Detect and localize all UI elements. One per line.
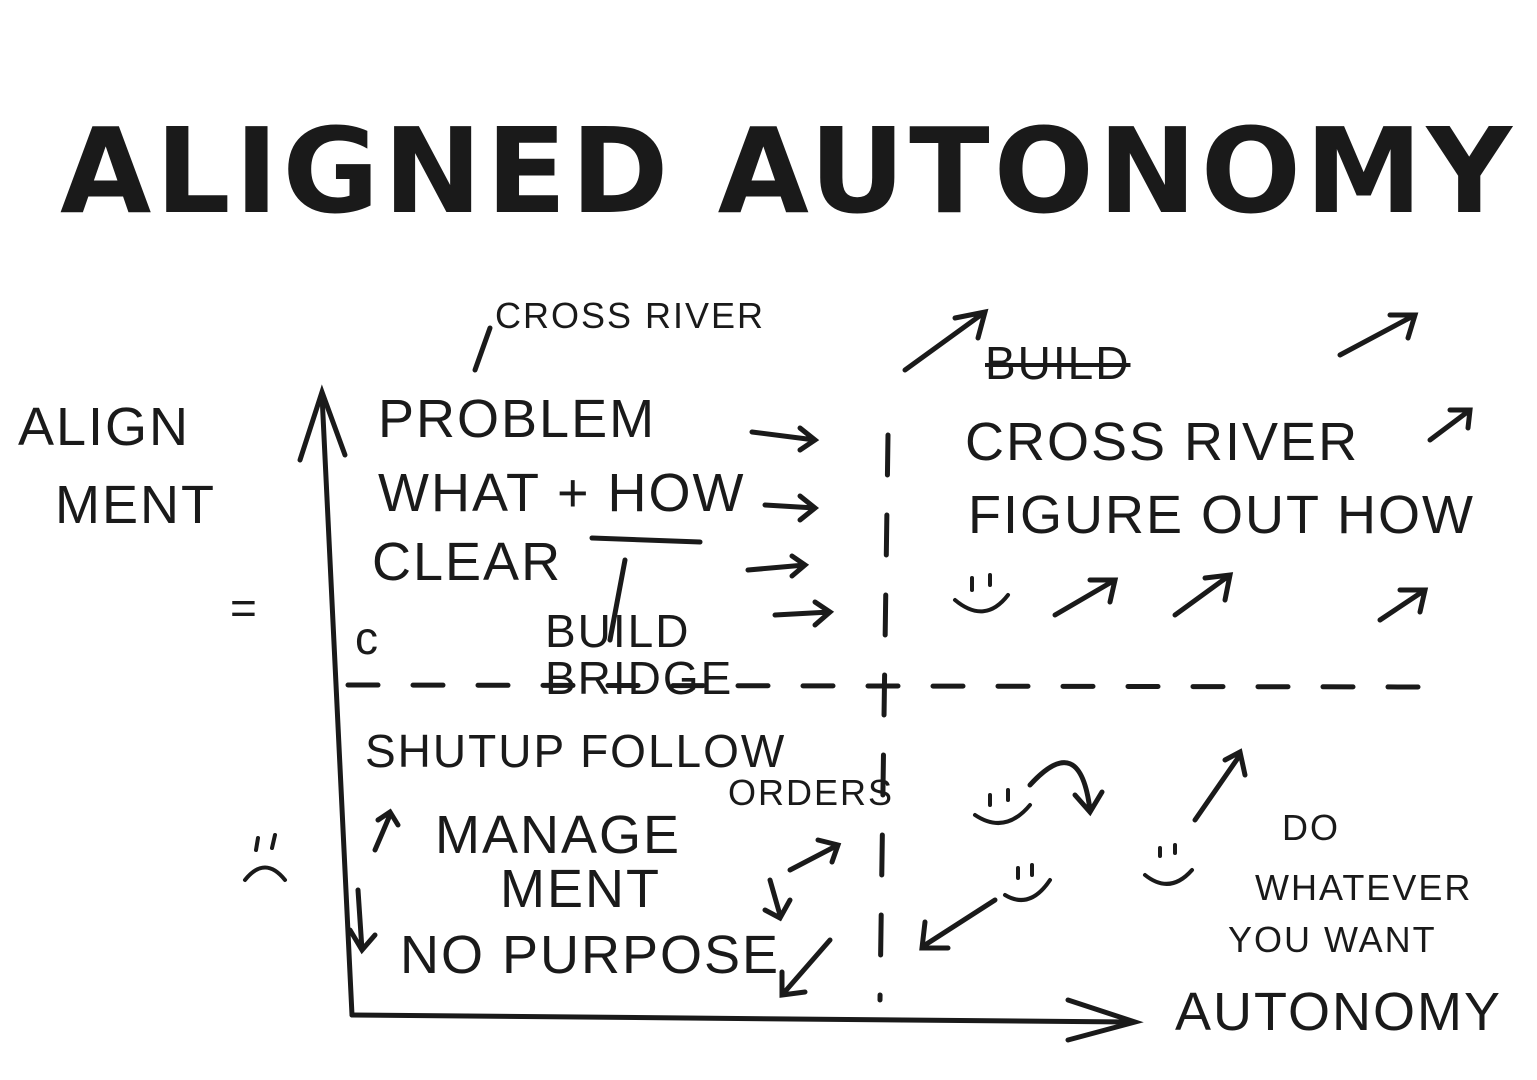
bottom-left-no-purpose: NO PURPOSE [400, 925, 781, 985]
neutral-face: = [230, 582, 259, 634]
smiley-faces [243, 573, 1194, 902]
top-note-cross-river: CROSS RIVER [495, 295, 766, 336]
vertical-divider [877, 432, 891, 1003]
y-axis-label-line2: MENT [55, 475, 216, 535]
notes-lines [472, 325, 703, 643]
down-arrows [347, 760, 1105, 998]
bottom-right-you-want: YOU WANT [1228, 919, 1437, 960]
crossed-out-build: BUILD [985, 337, 1131, 389]
bridge-label: BRIDGE [545, 652, 734, 704]
top-left-line-clear: CLEAR [372, 532, 563, 592]
top-left-line-problem: PROBLEM [378, 389, 657, 449]
y-axis-label-line1: ALIGN [18, 397, 191, 457]
up-right-arrows [372, 308, 1473, 873]
page-title: ALIGNED AUTONOMY [60, 102, 1516, 240]
top-right-line-cross-river: CROSS RIVER [965, 412, 1360, 472]
build-label: BUILD [545, 605, 691, 657]
bottom-left-ment: MENT [500, 859, 661, 919]
top-right-line-figure-out-how: FIGURE OUT HOW [968, 485, 1475, 545]
y-axis [297, 384, 355, 1018]
x-axis [349, 997, 1144, 1043]
bottom-right-whatever: WHATEVER [1255, 867, 1473, 908]
right-arrows [745, 425, 835, 628]
bottom-right-do: DO [1282, 807, 1340, 848]
c-mark: c [355, 612, 380, 664]
bottom-left-shutup-follow: SHUTUP FOLLOW [365, 725, 787, 777]
horizontal-divider [345, 682, 1428, 690]
bottom-left-orders: ORDERS [728, 772, 895, 813]
x-axis-label: AUTONOMY [1175, 982, 1503, 1042]
bottom-left-manage: MANAGE [435, 805, 682, 865]
top-left-line-what-how: WHAT + HOW [378, 463, 746, 523]
